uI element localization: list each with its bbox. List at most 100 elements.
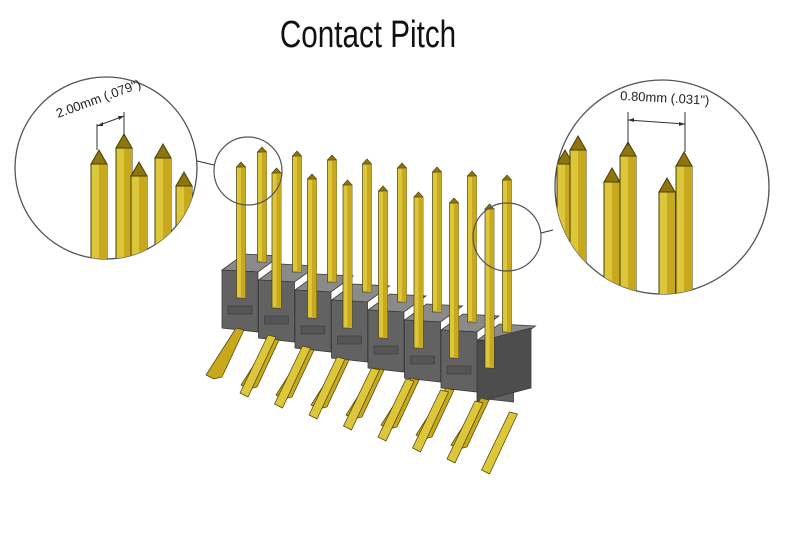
zoom-pin-shade — [667, 192, 675, 294]
pin-shade — [367, 164, 372, 292]
pin-shade — [402, 168, 407, 302]
pin-tip — [291, 150, 303, 157]
zoom-pin-shade — [565, 164, 573, 294]
pin — [342, 179, 353, 329]
housing-detail — [446, 365, 472, 375]
zoom-pin-tip — [556, 148, 574, 165]
zoom-pin-tip — [603, 166, 621, 183]
housing-front-face — [367, 309, 405, 373]
zoom-pin-shade — [612, 182, 620, 294]
pin-tail — [343, 367, 380, 431]
housing-detail — [337, 335, 362, 345]
pin-shade — [383, 191, 388, 338]
pin-tip — [326, 154, 338, 161]
pin-shade — [262, 152, 267, 262]
left-detail-marker — [213, 136, 283, 206]
pin — [256, 146, 268, 263]
housing-front-face — [404, 319, 441, 383]
pin-tip — [448, 197, 460, 204]
pin-shade — [332, 160, 337, 282]
pin-shade — [437, 172, 442, 312]
zoom-pin-tip — [658, 176, 676, 193]
pin — [377, 185, 389, 339]
pin-tip — [377, 185, 389, 192]
housing-top-face — [220, 253, 282, 273]
zoom-pin-shade — [184, 186, 192, 259]
pin-tail — [239, 334, 277, 398]
pin-tail-body — [446, 400, 484, 464]
right-pitch-label: 0.80mm (.031") — [620, 88, 710, 108]
pin-tail-body — [377, 378, 415, 442]
zoom-pin-shade — [684, 166, 692, 294]
housing-detail — [264, 315, 289, 325]
housing-front-face — [221, 269, 259, 333]
pin-tail — [481, 411, 518, 475]
pin-shade — [276, 173, 281, 308]
pin-tail-body — [412, 389, 449, 453]
zoom-pin — [115, 132, 133, 259]
right-dimension-line — [627, 112, 686, 152]
pin-tip — [235, 161, 247, 168]
pin-tail — [377, 378, 415, 442]
zoom-pin-tip — [90, 148, 108, 165]
zoom-pin-tip — [619, 140, 637, 157]
pin — [326, 154, 338, 283]
pin-tail-body — [308, 356, 346, 420]
pin — [306, 173, 318, 319]
pin-tail — [308, 356, 346, 420]
pin-tip — [396, 162, 408, 169]
pin-leg — [205, 327, 245, 380]
pin — [466, 170, 478, 323]
pin-tail-body — [239, 334, 277, 398]
page-title: Contact Pitch — [279, 14, 457, 56]
zoom-pin-tip — [115, 132, 133, 149]
right-detail-marker — [472, 202, 542, 272]
pin-tail-body — [274, 345, 311, 409]
housing-front-face — [440, 329, 478, 393]
pin-shade — [312, 179, 317, 318]
right-angle-legs — [205, 327, 518, 475]
zoom-pin — [569, 134, 587, 294]
pin — [271, 167, 282, 309]
vertical-pins — [235, 146, 513, 369]
pin-shade — [489, 209, 494, 368]
zoom-pin-tip — [175, 170, 193, 187]
pin — [484, 203, 495, 369]
pin-shade — [241, 167, 246, 298]
pin — [431, 166, 443, 313]
pin — [396, 162, 408, 303]
zoom-pin — [90, 148, 108, 259]
zoom-pin-tip — [675, 150, 693, 167]
pin-tip — [256, 146, 268, 153]
pin — [501, 174, 513, 333]
pin — [235, 161, 247, 299]
housing-front-face — [331, 299, 368, 363]
pin — [413, 191, 424, 349]
pin-shade — [347, 185, 352, 328]
pin-tip — [501, 174, 513, 181]
zoom-pin — [619, 140, 637, 294]
housing-detail — [410, 355, 435, 365]
zoom-pin-tip — [154, 142, 172, 159]
zoom-pin — [154, 142, 172, 259]
pin-tip — [413, 191, 424, 198]
pin-shade — [454, 203, 459, 358]
housing-detail — [300, 325, 326, 335]
zoom-pin-tip — [130, 160, 148, 177]
housing-front-face — [294, 289, 332, 353]
pin — [291, 150, 303, 273]
zoom-pin — [675, 150, 693, 294]
pin-tail — [412, 389, 449, 453]
pin-tail — [274, 345, 311, 409]
right-zoom-callout: 0.80mm (.031") — [554, 79, 770, 295]
housing-detail — [227, 305, 253, 315]
zoom-pin — [175, 170, 193, 259]
pin-tip — [466, 170, 478, 177]
pin — [361, 158, 373, 293]
pin-leg-body — [205, 327, 245, 380]
pin-tip — [342, 179, 353, 186]
pin-tip — [306, 173, 318, 180]
pin-tip — [431, 166, 443, 173]
zoom-pin — [658, 176, 676, 294]
